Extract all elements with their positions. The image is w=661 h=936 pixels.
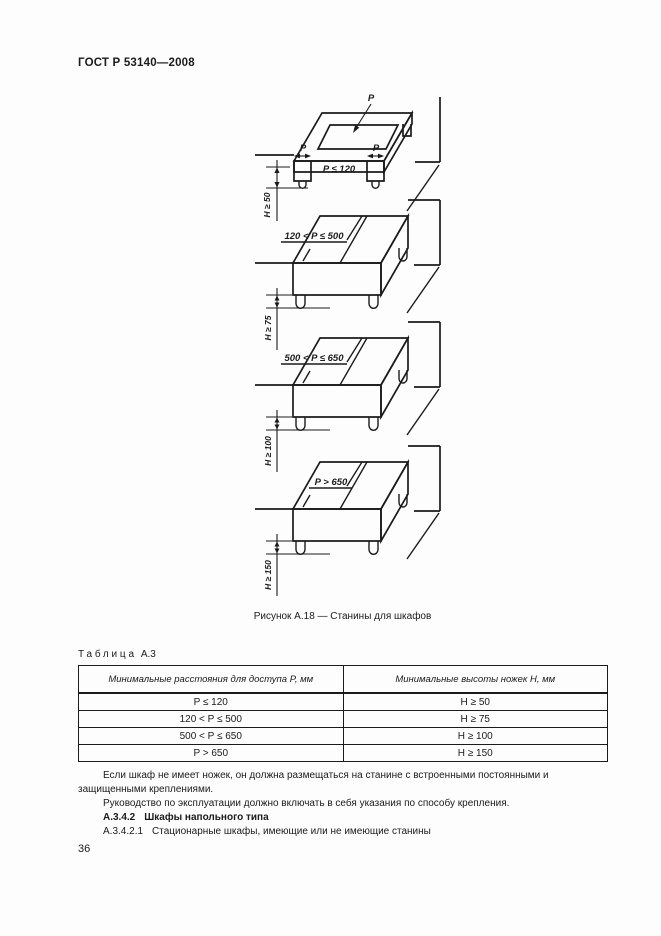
diagram-stand-slab xyxy=(255,199,441,350)
height-label-3: H ≥ 100 xyxy=(263,436,273,466)
range-label-2: 120 < P ≤ 500 xyxy=(284,231,344,242)
figure-caption: Рисунок А.18 — Станины для шкафов xyxy=(253,611,432,622)
range-label-3: 500 < P ≤ 650 xyxy=(284,353,344,364)
table-a3: Минимальные расстояния для доступа P, мм… xyxy=(78,665,608,762)
height-label-2: H ≥ 75 xyxy=(263,315,273,340)
diagram-stand-u-frame xyxy=(255,97,441,221)
range-label-4: P > 650 xyxy=(315,477,348,488)
p-left-label: P xyxy=(300,143,307,154)
table-row: P > 650 H ≥ 150 xyxy=(78,744,608,762)
p-right-label: P xyxy=(373,143,380,154)
page-number: 36 xyxy=(78,843,91,855)
table-label-number: А.3 xyxy=(140,649,156,660)
body-text: Если шкаф не имеет ножек, он должна разм… xyxy=(78,769,609,839)
table-label-word: Таблица xyxy=(78,649,137,660)
height-label-1: H ≥ 50 xyxy=(262,192,272,217)
cell-p-range: 120 < P ≤ 500 xyxy=(78,710,344,728)
paragraph-no-legs: Если шкаф не имеет ножек, он должна разм… xyxy=(78,770,549,795)
figure-a18: P P P P ≤ 120 H ≥ 50 120 < P ≤ 500 H ≥ 7… xyxy=(254,93,441,597)
table-header-row: Минимальные расстояния для доступа P, мм… xyxy=(78,665,608,694)
cell-h-min: H ≥ 100 xyxy=(342,727,608,745)
standard-number: ГОСТ Р 53140—2008 xyxy=(78,57,195,69)
heading-a342: А.3.4.2 Шкафы напольного типа xyxy=(78,811,609,825)
clause-number: А.3.4.2.1 xyxy=(103,826,144,837)
cell-h-min: H ≥ 150 xyxy=(342,744,608,762)
table-row: 120 < P ≤ 500 H ≥ 75 xyxy=(78,710,608,728)
heading-number: А.3.4.2 xyxy=(103,812,136,823)
cell-h-min: H ≥ 75 xyxy=(342,710,608,728)
col-header-distance: Минимальные расстояния для доступа P, мм xyxy=(78,665,344,694)
paragraph-a3421: А.3.4.2.1 Стационарные шкафы, имеющие или… xyxy=(78,825,609,839)
cell-h-min: H ≥ 50 xyxy=(342,692,608,711)
diagram-stand-slab-4 xyxy=(254,445,441,597)
diagram-stand-slab-3 xyxy=(254,321,441,473)
height-label-4: H ≥ 150 xyxy=(263,560,273,590)
range-label-1: P ≤ 120 xyxy=(323,164,356,175)
table-row: 500 < P ≤ 650 H ≥ 100 xyxy=(78,727,608,745)
heading-title: Шкафы напольного типа xyxy=(144,812,269,823)
col-header-height: Минимальные высоты ножек H, мм xyxy=(342,665,608,694)
p-top-label: P xyxy=(368,93,375,104)
clause-text: Стационарные шкафы, имеющие или не имеющ… xyxy=(152,826,431,837)
table-row: P ≤ 120 H ≥ 50 xyxy=(78,692,608,711)
cell-p-range: 500 < P ≤ 650 xyxy=(78,727,344,745)
paragraph-manual: Руководство по эксплуатации должно включ… xyxy=(103,798,510,809)
cell-p-range: P ≤ 120 xyxy=(78,692,344,711)
cell-p-range: P > 650 xyxy=(78,744,344,762)
